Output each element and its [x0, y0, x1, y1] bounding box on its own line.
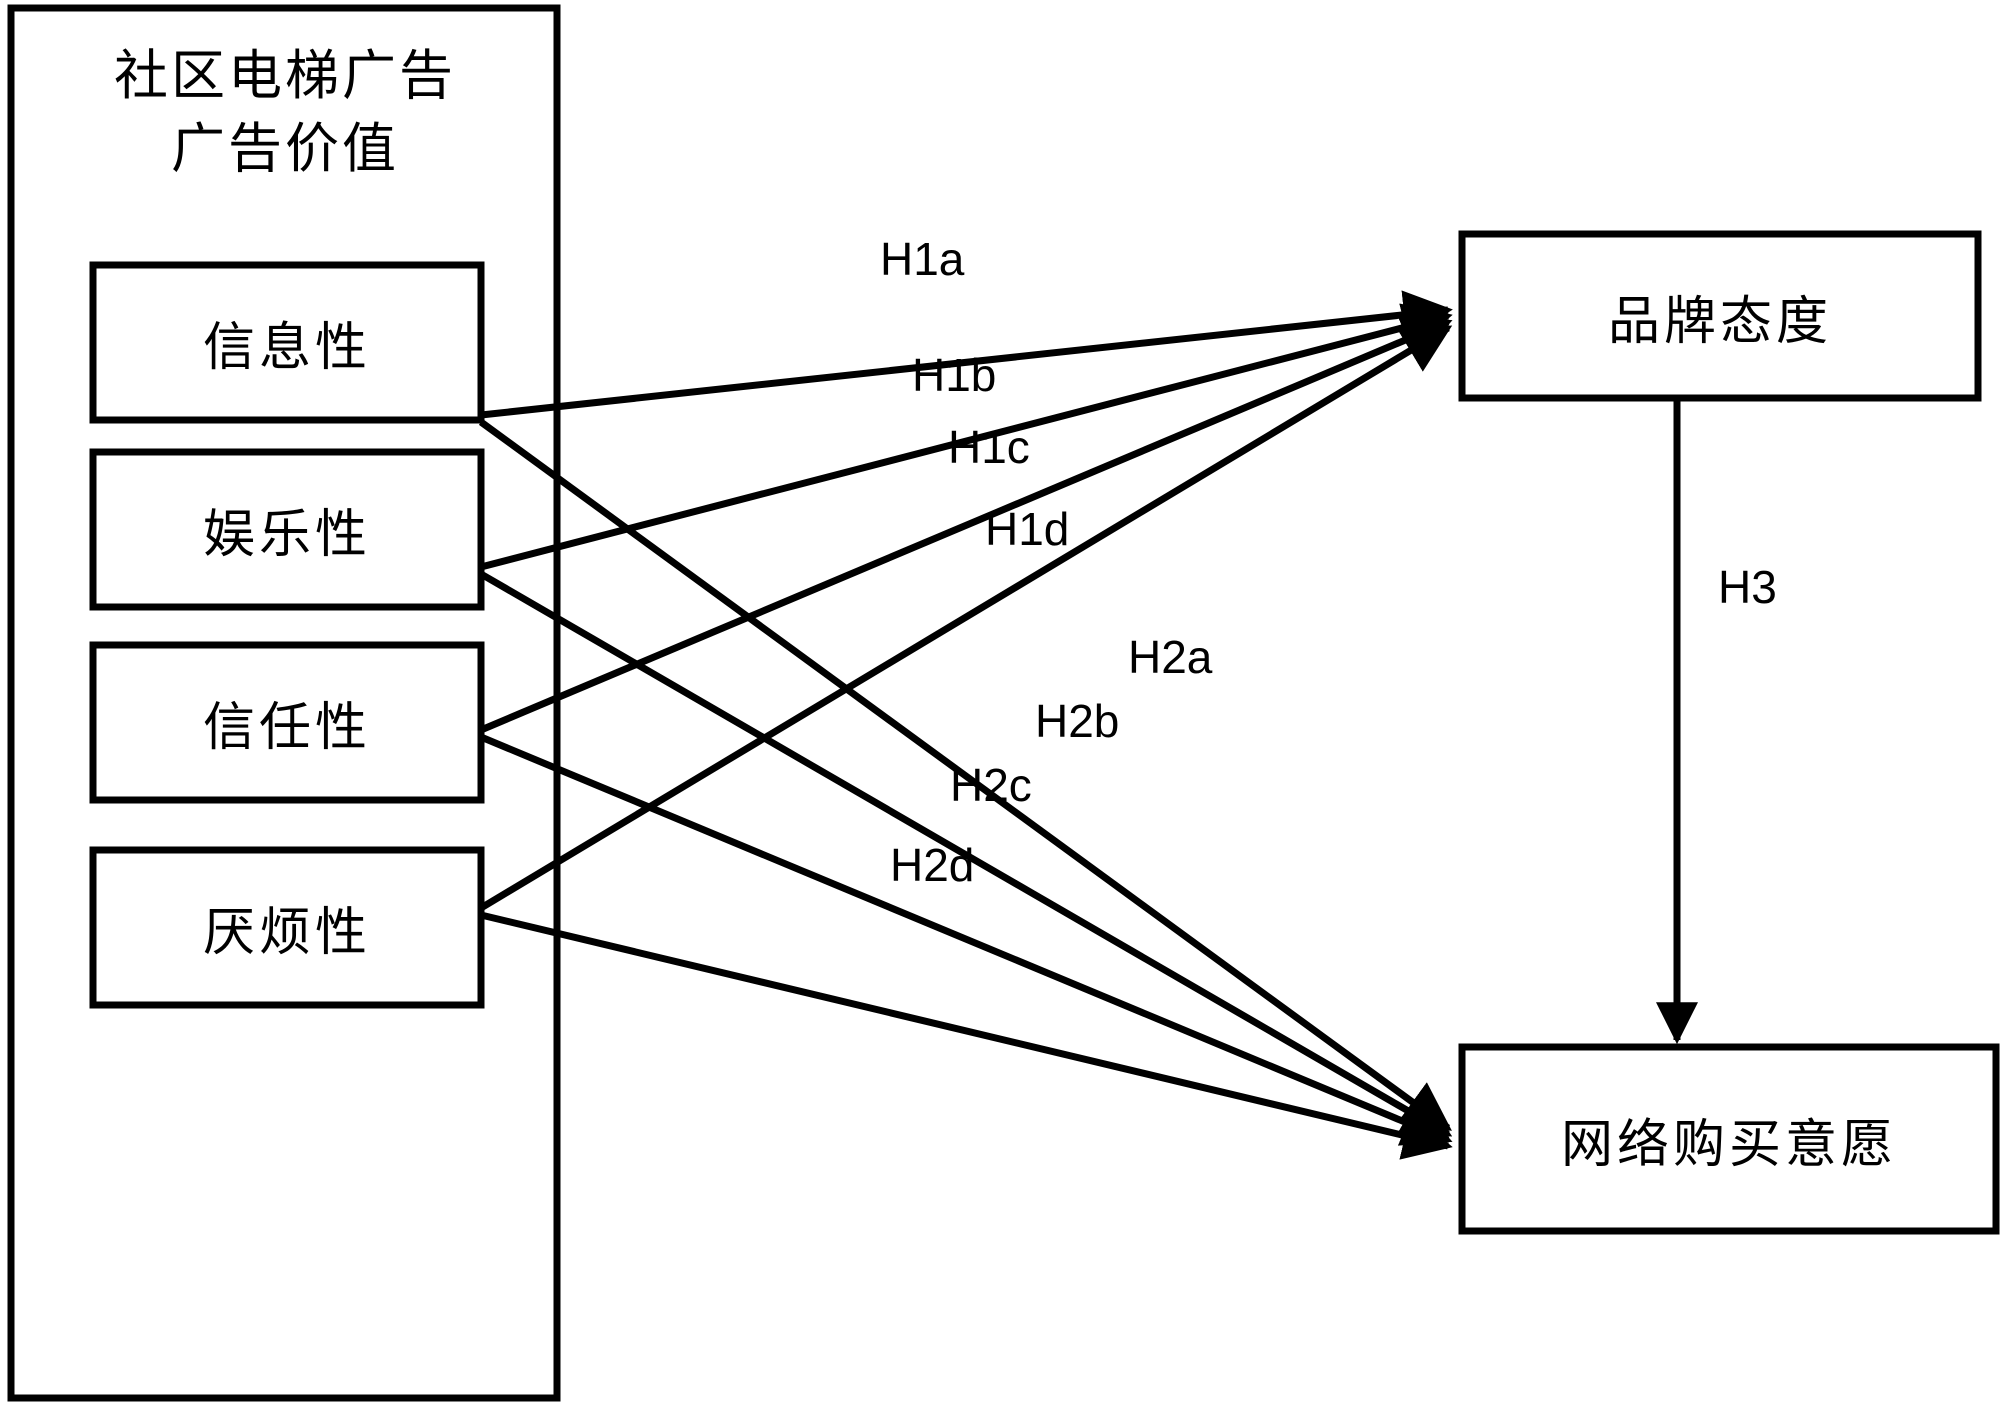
outcome-box-brand-attitude[interactable] — [1458, 230, 1982, 402]
path-line-H2b — [479, 570, 1453, 1138]
antecedent-box-4[interactable] — [89, 846, 485, 1009]
path-label-H1a: H1a — [880, 233, 965, 285]
path-line-H2c — [479, 733, 1453, 1146]
antecedent-box-2[interactable] — [89, 448, 485, 611]
antecedent-box-3[interactable] — [89, 641, 485, 804]
path-label-H2a: H2a — [1128, 631, 1213, 683]
path-line-H1c — [479, 316, 1453, 734]
path-label-H1b: H1b — [912, 349, 997, 401]
path-line-H1a — [480, 290, 1453, 419]
path-label-H2d: H2d — [890, 839, 975, 891]
path-line-H2a — [478, 419, 1452, 1131]
path-label-H3: H3 — [1718, 561, 1777, 613]
path-line-H1d — [479, 324, 1453, 912]
group-title: 社区电梯广告 广告价值 — [45, 40, 525, 186]
path-label-H1c: H1c — [948, 421, 1030, 473]
group-container-box — [7, 4, 561, 1402]
path-label-H2b: H2b — [1035, 695, 1120, 747]
group-title-line-2: 广告价值 — [171, 116, 399, 180]
group-title-line-1: 社区电梯广告 — [114, 44, 456, 107]
path-line-H1b — [480, 303, 1453, 571]
path-label-H2c: H2c — [950, 759, 1032, 811]
path-label-H1d: H1d — [985, 503, 1070, 555]
path-line-H2d — [480, 911, 1453, 1160]
antecedent-box-1[interactable] — [89, 261, 485, 424]
outcome-box-purchase-intention[interactable] — [1458, 1043, 2000, 1235]
